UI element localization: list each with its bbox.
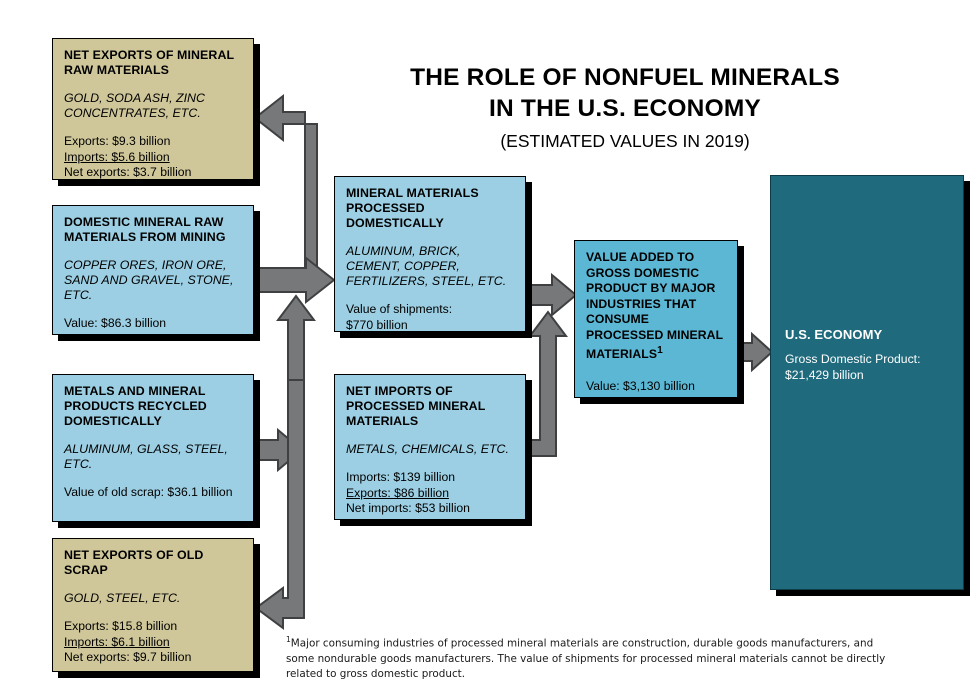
box-title: METALS AND MINERAL PRODUCTS RECYCLED DOM… [64,384,207,428]
value-amount: $770 billion [346,317,408,332]
box-mineral-materials-processed-domestically: MINERAL MATERIALS PROCESSED DOMESTICALLY… [334,176,526,332]
box-us-economy: U.S. ECONOMY Gross Domestic Product: $21… [770,175,964,590]
value-imports: Imports: $6.1 billion [64,634,170,649]
box-examples: GOLD, STEEL, ETC. [64,591,181,605]
title-line-3: (ESTIMATED VALUES IN 2019) [500,131,750,151]
arrow-raw-materials-to-processing [257,255,336,305]
box-examples: ALUMINUM, GLASS, STEEL, ETC. [64,442,228,471]
box-title: DOMESTIC MINERAL RAW MATERIALS FROM MINI… [64,215,226,244]
box-net-exports-mineral-raw-materials: NET EXPORTS OF MINERAL RAW MATERIALS GOL… [52,38,254,180]
value-exports: Exports: $9.3 billion [64,134,171,148]
box-values: Gross Domestic Product: $21,429 billion [785,352,920,383]
page-title: THE ROLE OF NONFUEL MINERALS IN THE U.S.… [330,62,920,154]
box-title: MINERAL MATERIALS PROCESSED DOMESTICALLY [346,186,479,230]
value-exports: Exports: $86 billion [346,485,449,500]
arrow-value-added-to-us-economy [739,331,774,373]
title-line-2: IN THE U.S. ECONOMY [489,95,761,122]
arrow-recycled-to-net-exports-scrap [254,379,305,630]
box-title-text: VALUE ADDED TO GROSS DOMESTIC PRODUCT BY… [586,250,723,362]
gdp-amount: $21,429 billion [785,367,864,382]
footnote-marker: 1 [657,345,663,356]
footnote-marker: 1 [286,635,291,644]
box-title: VALUE ADDED TO GROSS DOMESTIC PRODUCT BY… [586,250,726,363]
gdp-label: Gross Domestic Product: [785,352,921,366]
value-total: Value: $3,130 billion [586,378,695,393]
box-values: Value of old scrap: $36.1 billion [64,485,242,501]
arrow-recycled-to-processing [276,294,316,381]
box-net-imports-of-processed-mineral-materials: NET IMPORTS OF PROCESSED MINERAL MATERIA… [334,374,526,520]
box-values: Value: $3,130 billion [586,379,726,395]
title-line-1: THE ROLE OF NONFUEL MINERALS [410,64,840,91]
box-values: Exports: $9.3 billion Imports: $5.6 bill… [64,134,242,181]
value-imports: Imports: $139 billion [346,470,456,484]
box-values: Exports: $15.8 billion Imports: $6.1 bil… [64,619,242,666]
box-title: NET EXPORTS OF OLD SCRAP [64,548,204,577]
footnote: 1Major consuming industries of processed… [286,632,886,683]
value-old-scrap: Value of old scrap: $36.1 billion [64,485,233,499]
box-values: Value: $86.3 billion [64,316,242,332]
value-net-exports: Net exports: $9.7 billion [64,650,192,664]
box-examples: ALUMINUM, BRICK, CEMENT, COPPER, FERTILI… [346,244,507,288]
value-net-imports: Net imports: $53 billion [346,501,470,515]
box-examples: METALS, CHEMICALS, ETC. [346,442,509,456]
box-metals-and-mineral-products-recycled: METALS AND MINERAL PRODUCTS RECYCLED DOM… [52,374,254,522]
value-imports: Imports: $5.6 billion [64,149,170,164]
footnote-text: Major consuming industries of processed … [286,637,886,681]
arrow-processing-to-value-added [527,272,578,318]
box-examples: COPPER ORES, IRON ORE, SAND AND GRAVEL, … [64,258,234,302]
value-net-exports: Net exports: $3.7 billion [64,165,192,179]
box-values: Value of shipments: $770 billion [346,302,514,333]
value-label: Value of shipments: [346,302,453,316]
value-total: Value: $86.3 billion [64,316,167,330]
box-value-added-to-gdp: VALUE ADDED TO GROSS DOMESTIC PRODUCT BY… [574,240,738,398]
box-net-exports-of-old-scrap: NET EXPORTS OF OLD SCRAP GOLD, STEEL, ET… [52,538,254,672]
arrow-net-imports-to-value-added [527,310,568,457]
box-title: U.S. ECONOMY [785,327,883,342]
box-examples: GOLD, SODA ASH, ZINC CONCENTRATES, ETC. [64,91,205,120]
box-title: NET IMPORTS OF PROCESSED MINERAL MATERIA… [346,384,486,428]
box-domestic-mineral-raw-materials: DOMESTIC MINERAL RAW MATERIALS FROM MINI… [52,205,254,335]
box-values: Imports: $139 billion Exports: $86 billi… [346,470,514,517]
box-title: NET EXPORTS OF MINERAL RAW MATERIALS [64,48,234,77]
value-exports: Exports: $15.8 billion [64,619,178,633]
